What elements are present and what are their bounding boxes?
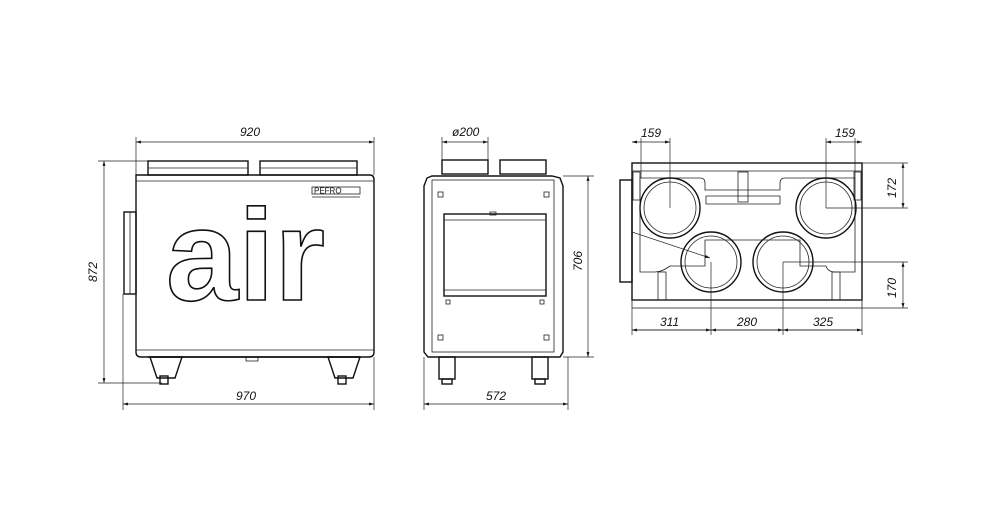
side-top-spigot-right [499, 159, 547, 175]
dim-label-872: 872 [86, 262, 100, 282]
side-view: ø200 572 706 [423, 125, 594, 410]
dim-label-d200: ø200 [452, 125, 480, 139]
dim-label-159-left: 159 [641, 126, 661, 140]
side-inner-opening [443, 213, 547, 297]
dim-label-170: 170 [885, 278, 899, 298]
dim-label-159-right: 159 [835, 126, 855, 140]
logo-air: air [166, 182, 325, 328]
top-body [631, 162, 863, 301]
dim-label-172: 172 [885, 178, 899, 198]
top-side-plate [619, 179, 633, 283]
side-body [423, 175, 564, 358]
front-foot-right [327, 356, 361, 379]
front-view: PEFRO air 920 970 872 [86, 125, 375, 410]
dim-label-311: 311 [660, 315, 679, 329]
dim-label-572: 572 [486, 389, 506, 403]
dim-label-280: 280 [736, 315, 757, 329]
dim-label-920: 920 [240, 125, 260, 139]
top-view: 159 159 172 170 311 280 325 [619, 126, 908, 335]
side-foot-right [531, 356, 549, 380]
front-foot-left [149, 356, 183, 379]
dim-label-325: 325 [813, 315, 833, 329]
side-top-spigot-left [441, 159, 489, 175]
dim-label-706: 706 [571, 251, 585, 271]
side-foot-left [438, 356, 456, 380]
brand-label: PEFRO [314, 187, 342, 196]
front-body [135, 174, 375, 358]
dim-label-970: 970 [236, 389, 256, 403]
brand-plate [311, 186, 361, 195]
